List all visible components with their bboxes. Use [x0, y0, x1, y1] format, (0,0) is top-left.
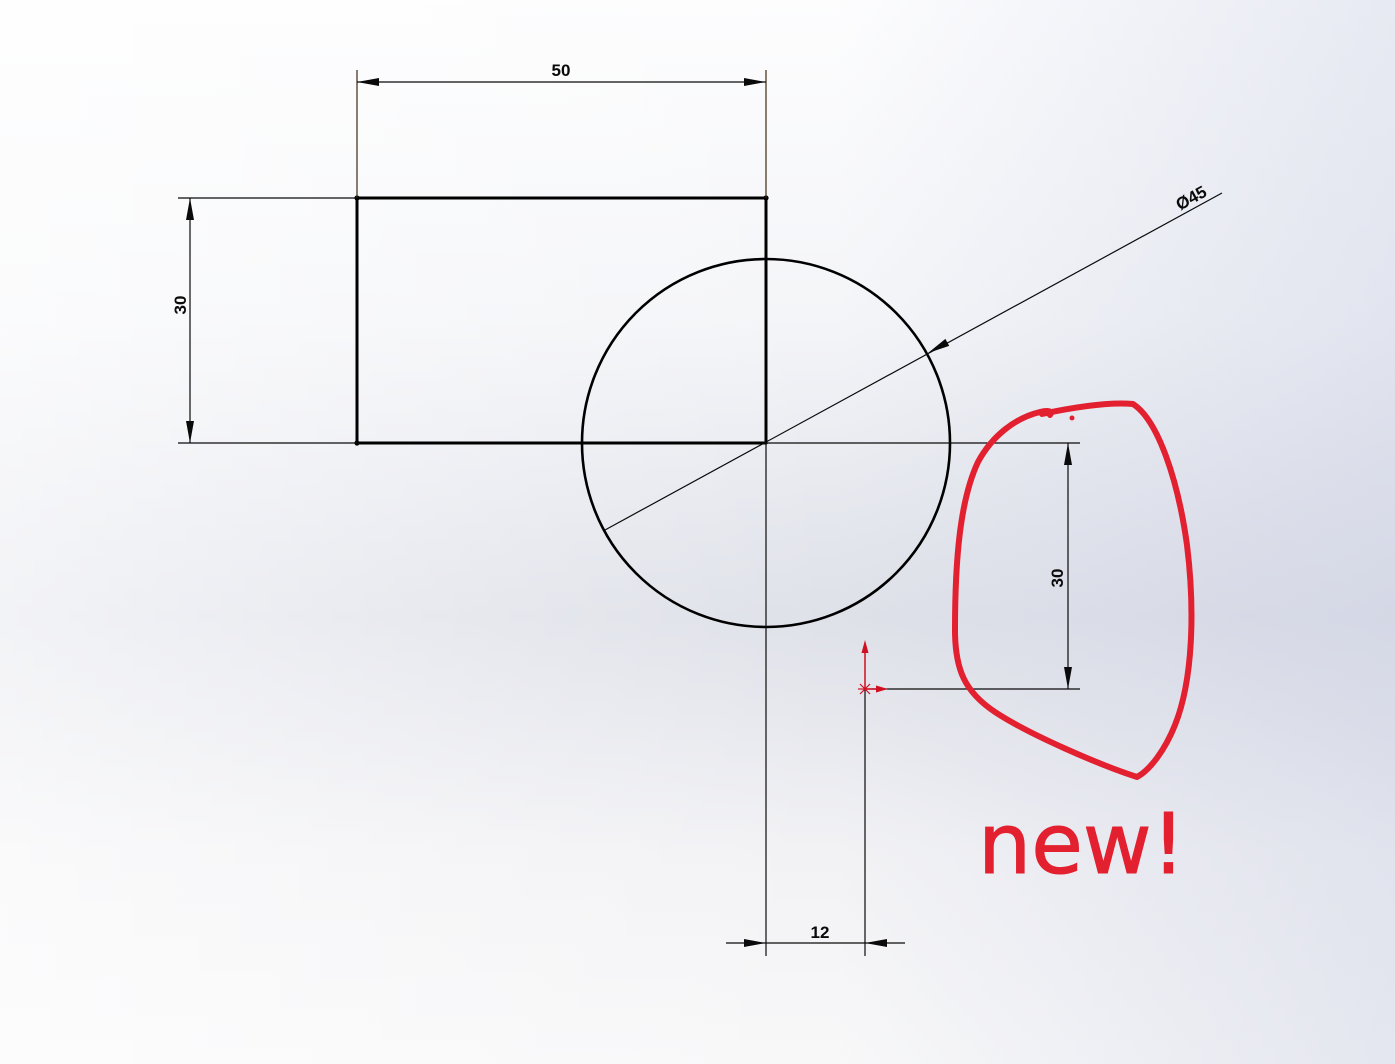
dimension-horizontal-offset[interactable]: 12	[726, 443, 905, 956]
arrowhead	[744, 939, 766, 947]
dimension-line[interactable]	[604, 192, 1223, 531]
dimension-height[interactable]: 30	[171, 197, 357, 444]
dimension-text-width[interactable]: 50	[552, 61, 571, 80]
origin-x-arrowhead	[876, 685, 888, 693]
arrowhead	[865, 939, 887, 947]
dimension-text-vertical-offset[interactable]: 30	[1048, 569, 1067, 588]
sketch-geometry	[354, 195, 952, 629]
markup-loop	[952, 400, 1195, 780]
arrowhead	[357, 78, 379, 86]
arrowhead	[1064, 667, 1072, 689]
dimension-vertical-offset[interactable]: 30	[766, 442, 1080, 690]
arrowhead	[928, 338, 950, 353]
arrowhead	[186, 198, 194, 220]
sketch-origin-icon[interactable]	[858, 640, 888, 695]
arrowhead	[186, 421, 194, 443]
arrowhead	[1064, 443, 1072, 465]
arrowhead	[744, 78, 766, 86]
markup-annotation: new!	[952, 400, 1195, 894]
origin-y-arrowhead	[861, 640, 869, 653]
dimension-text-height[interactable]: 30	[171, 296, 190, 315]
markup-dot	[1069, 415, 1075, 421]
markup-note: new!	[978, 795, 1185, 893]
dimension-width[interactable]: 50	[356, 61, 767, 198]
dimension-diameter[interactable]: Ø45	[604, 182, 1223, 531]
extension-lines	[356, 70, 767, 198]
dimension-text-horizontal-offset[interactable]: 12	[811, 923, 830, 942]
